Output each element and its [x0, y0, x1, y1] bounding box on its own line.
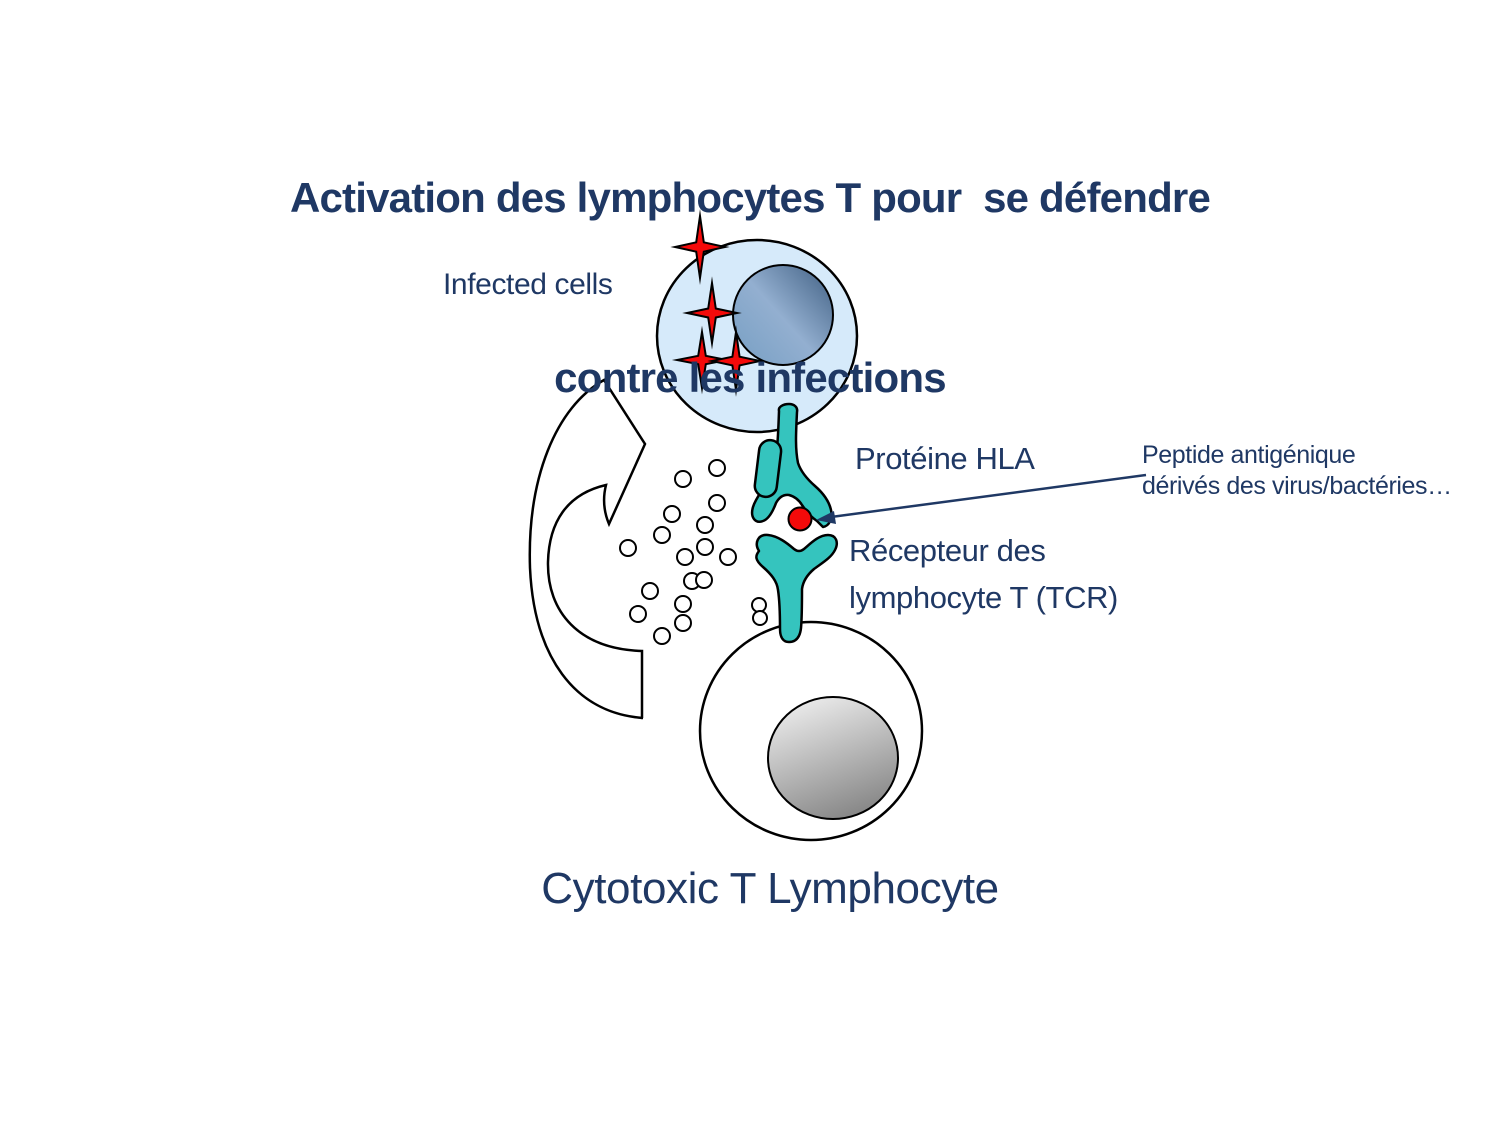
secretion-dot-icon [708, 459, 726, 477]
secretion-dot-icon [674, 595, 692, 613]
hla-protein-label: Protéine HLA [855, 441, 1035, 476]
antigenic-peptide-dot [787, 506, 813, 532]
secretion-dots [619, 459, 768, 645]
infected-cell-nucleus [732, 264, 834, 366]
antigenic-peptide-label: Peptide antigénique dérivés des virus/ba… [1142, 440, 1452, 502]
infected-cells-label: Infected cells [443, 268, 613, 301]
secretion-dot-icon [695, 571, 713, 589]
slide-title: Activation des lymphocytes T pour se déf… [0, 48, 1500, 528]
tcr-label-line1: Récepteur des [849, 533, 1046, 568]
slide-title-line2: contre les infections [554, 354, 946, 401]
secretion-dot-icon [719, 548, 737, 566]
virus-star-icon [682, 276, 742, 350]
antigenic-peptide-label-line2: dérivés des virus/bactéries… [1142, 472, 1452, 500]
secretion-dot-icon [751, 597, 767, 613]
antigenic-peptide-label-line1: Peptide antigénique [1142, 441, 1356, 469]
secretion-dot-icon [641, 582, 659, 600]
slide-title-line1: Activation des lymphocytes T pour se déf… [289, 174, 1211, 221]
secretion-dot-icon [629, 605, 647, 623]
secretion-dot-icon [653, 526, 671, 544]
virus-star-icon [670, 209, 730, 285]
curved-arrow-icon [528, 378, 647, 720]
cytotoxic-t-lymphocyte-label: Cytotoxic T Lymphocyte [541, 864, 999, 913]
secretion-dot-icon [663, 505, 681, 523]
virus-star-icon [707, 325, 765, 397]
secretion-dot-icon [674, 470, 692, 488]
virus-star-icon [671, 325, 733, 395]
secretion-dot-icon [708, 494, 726, 512]
tcr-label: Récepteur des lymphocyte T (TCR) [849, 527, 1118, 621]
secretion-dot-icon [619, 539, 637, 557]
secretion-dot-icon [696, 538, 714, 556]
secretion-dot-icon [676, 548, 694, 566]
t-cell-nucleus [767, 696, 899, 820]
secretion-dot-icon [674, 614, 692, 632]
tcr-shape [755, 533, 838, 644]
secretion-dot-icon [653, 627, 671, 645]
secretion-dot-icon [696, 516, 714, 534]
hla-protein-fragment [753, 438, 783, 499]
tcr-label-line2: lymphocyte T (TCR) [849, 580, 1118, 615]
leader-arrow-icon [816, 473, 1147, 524]
secretion-dot-icon [752, 610, 768, 626]
